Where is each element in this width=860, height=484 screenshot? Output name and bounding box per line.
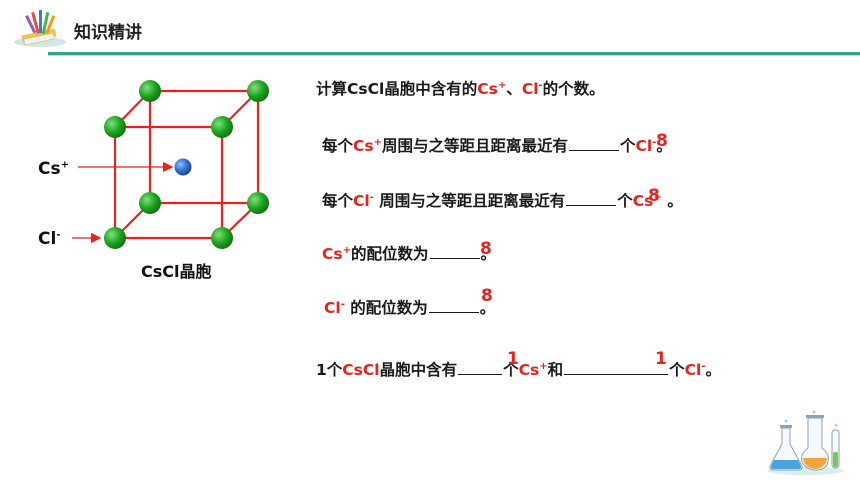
header-divider — [48, 52, 860, 55]
answer-blank-1[interactable] — [569, 136, 620, 151]
cl-atoms — [104, 80, 269, 249]
answer-2: 8 — [648, 186, 660, 206]
cs-ion-label: Cs+ — [38, 159, 69, 179]
answer-1: 8 — [656, 131, 668, 151]
question-line-5: 1个CsCl晶胞中含有个Cs+和个Cl-。 — [316, 360, 722, 379]
cscl-unit-cell-diagram — [72, 80, 269, 249]
question-line-4: Cl- 的配位数为。 — [324, 298, 496, 317]
diagram-caption: CsCl晶胞 — [141, 262, 212, 281]
cl-ion-label: Cl- — [38, 229, 61, 249]
question-line-1: 每个Cs+周围与之等距且距离最近有个Cl-。 — [322, 136, 672, 155]
answer-blank-5[interactable] — [458, 360, 503, 375]
question-title: 计算CsCl晶胞中含有的Cs+、Cl-的个数。 — [316, 79, 605, 98]
answer-3: 8 — [480, 239, 492, 259]
answer-4: 8 — [481, 286, 493, 306]
answer-blank-2[interactable] — [566, 191, 617, 206]
answer-5: 1 — [507, 349, 519, 369]
question-line-3: Cs+的配位数为。 — [322, 244, 497, 263]
answer-blank-6[interactable] — [564, 360, 669, 375]
answer-6: 1 — [655, 349, 667, 369]
page-title: 知识精讲 — [74, 23, 142, 43]
question-line-2: 每个Cl- 周围与之等距且距离最近有个Cs+ 。 — [322, 191, 683, 210]
header-divider-shadow — [48, 55, 860, 56]
books-pencils-icon — [14, 10, 66, 47]
answer-blank-3[interactable] — [429, 244, 480, 259]
lab-flasks-icon — [768, 410, 844, 475]
cs-atom — [174, 158, 192, 176]
answer-blank-4[interactable] — [428, 298, 479, 313]
